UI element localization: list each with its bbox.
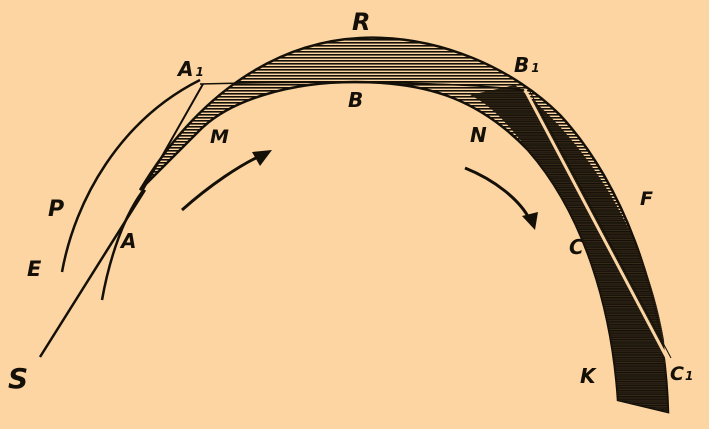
label-c: C xyxy=(569,235,584,259)
ray-inner xyxy=(100,191,144,301)
chord-b1-c1-edge xyxy=(527,87,672,359)
ray-a-a1 xyxy=(139,83,204,196)
label-a: A xyxy=(119,229,136,253)
chord-a1-b1 xyxy=(199,81,525,91)
ray-s xyxy=(38,189,147,358)
label-m: M xyxy=(210,126,229,148)
label-e: E xyxy=(27,257,42,281)
arrow-right-head xyxy=(522,212,538,230)
label-p: P xyxy=(48,197,64,222)
label-s: S xyxy=(8,362,28,395)
label-n: N xyxy=(470,123,487,147)
arrow-right xyxy=(464,166,532,221)
chord-b1-c1 xyxy=(523,89,670,361)
arrow-left xyxy=(181,153,263,212)
dense-shading-right xyxy=(470,85,668,412)
arrow-left-head xyxy=(252,150,272,166)
label-c1: C1 xyxy=(670,363,693,385)
label-r: R xyxy=(352,8,370,36)
curve-e-p xyxy=(60,78,201,273)
label-b: B xyxy=(348,88,363,112)
label-k: K xyxy=(580,364,597,388)
label-f: F xyxy=(640,188,653,210)
